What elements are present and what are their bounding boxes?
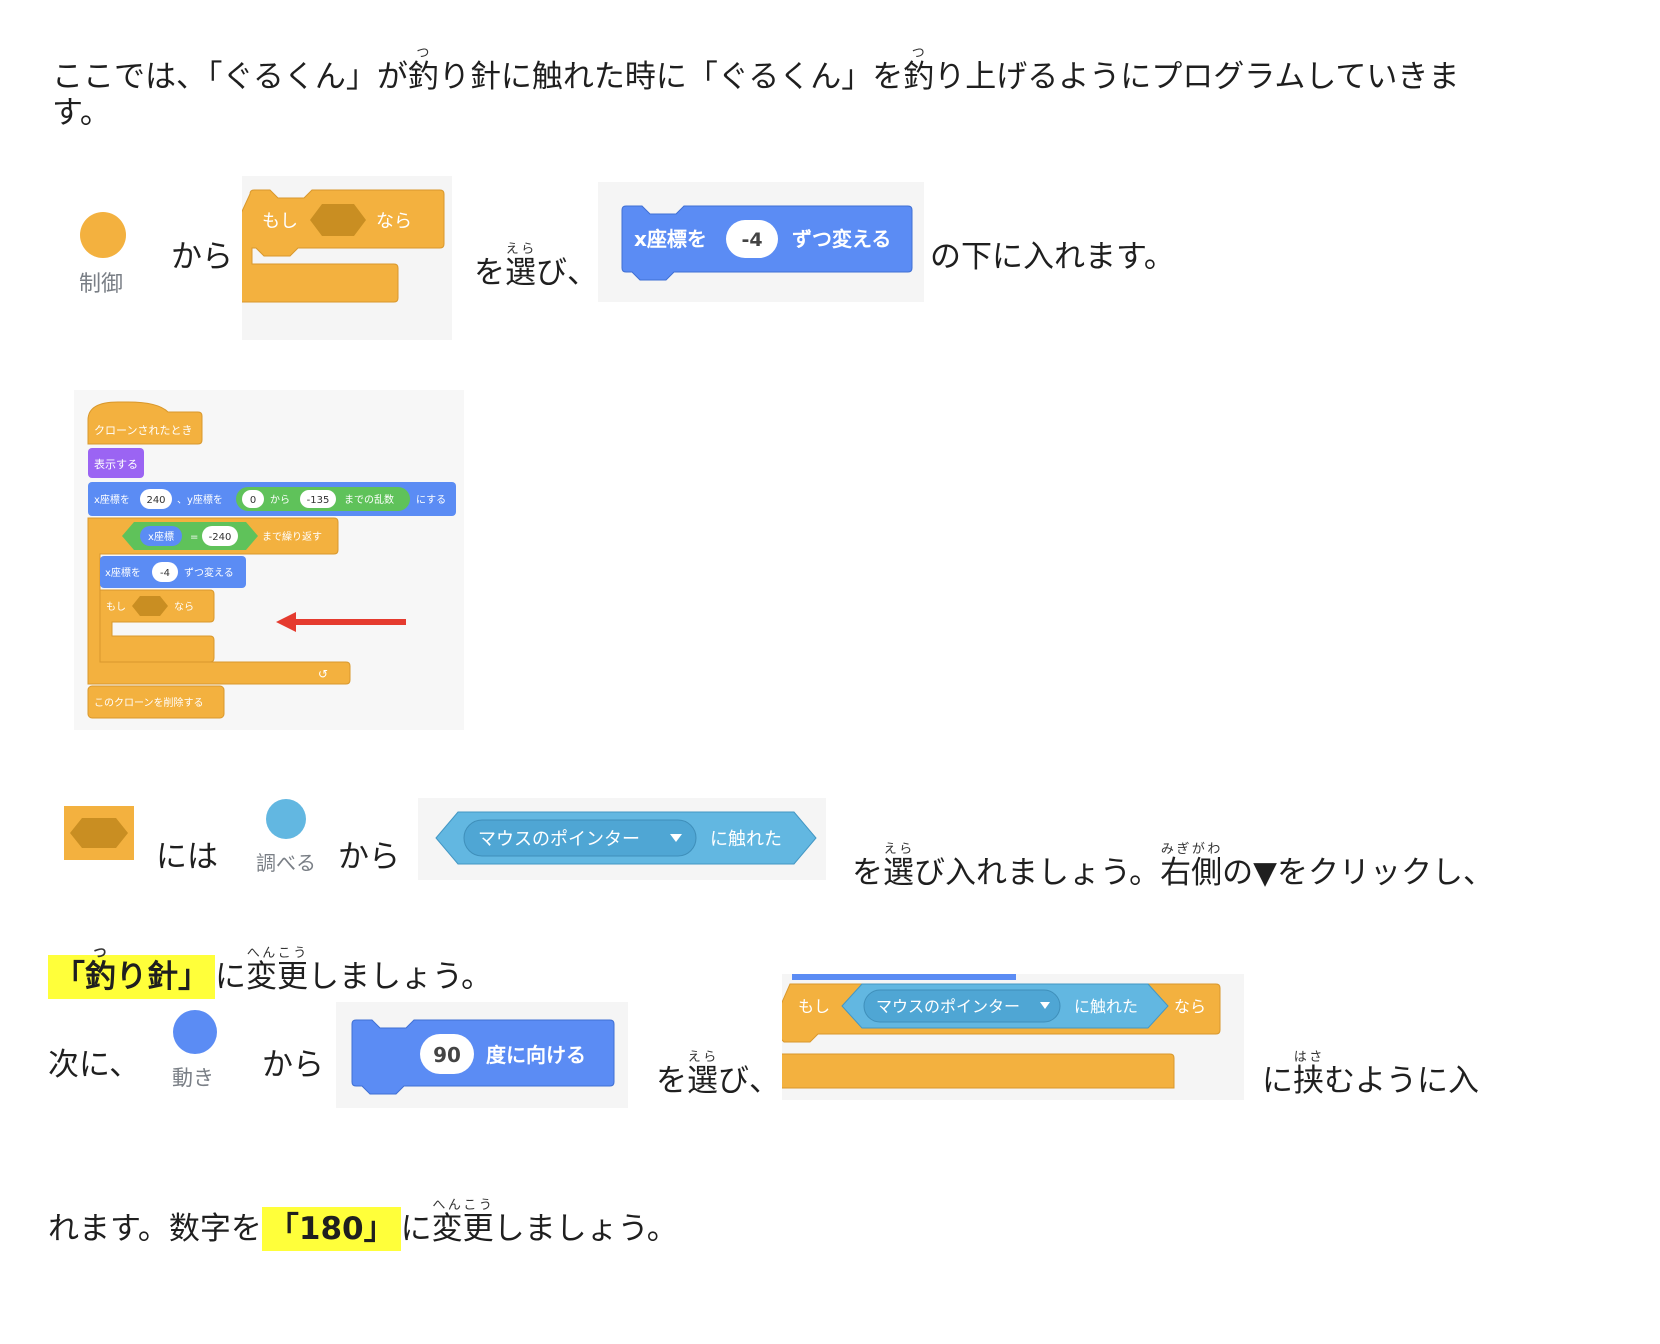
change-x-suffix: ずつ変える bbox=[792, 227, 891, 251]
red-arrow-icon bbox=[276, 612, 296, 632]
loop-arrow-icon: ↺ bbox=[318, 667, 328, 681]
direction-value: 90 bbox=[433, 1043, 461, 1067]
step2-niha: には bbox=[156, 839, 218, 875]
touch-menu-label: マウスのポインター bbox=[478, 829, 640, 850]
if-touching-block-image: もし マウスのポインター に触れた なら bbox=[782, 974, 1244, 1100]
motion-category-label: 動き bbox=[172, 1066, 214, 1090]
highlight-180: 「180」 bbox=[261, 1207, 401, 1251]
dropdown-caret-icon-2 bbox=[1040, 1002, 1050, 1009]
dropdown-caret-icon bbox=[670, 834, 682, 842]
sensing-category-icon bbox=[266, 799, 306, 839]
ruby-tsuri-a: 釣つ bbox=[407, 46, 439, 95]
ruby-erabi-2: 選えら bbox=[883, 842, 914, 891]
if-block-label-if: もし bbox=[262, 211, 298, 232]
script-goto-p1: x座標を bbox=[94, 493, 130, 506]
highlight-tsuribari: 「釣つり針」 bbox=[48, 946, 215, 999]
script-change-label: x座標を bbox=[105, 566, 141, 579]
change-x-value: -4 bbox=[741, 229, 762, 251]
if-touch-suffix: に触れた bbox=[1074, 997, 1138, 1016]
script-screenshot: クローンされたとき 表示する x座標を 240 、y座標を 0 から -135 … bbox=[74, 390, 464, 730]
ruby-tsuri-b: 釣つ bbox=[903, 46, 935, 95]
script-hat-label: クローンされたとき bbox=[94, 424, 192, 437]
intro-line-1: ここでは、「ぐるくん」が釣つり針に触れた時に「ぐるくん」を釣つり上げるようにプロ… bbox=[52, 46, 1459, 93]
step3b-line: れます。数字を「180」に変更へんこうしましょう。 bbox=[48, 1198, 678, 1251]
intro-text-mid: り針に触れた時に「ぐるくん」を bbox=[438, 59, 904, 95]
script-goto-v2: 0 bbox=[250, 495, 256, 506]
script-repeat-right: -240 bbox=[209, 532, 232, 543]
control-category-icon bbox=[80, 212, 126, 258]
ruby-erabi-1: 選えら bbox=[505, 242, 536, 291]
boolean-slot-image bbox=[64, 806, 134, 860]
script-repeat-left: x座標 bbox=[148, 530, 174, 543]
script-goto-p5: にする bbox=[416, 494, 446, 506]
change-x-block-image: x座標を -4 ずつ変える bbox=[598, 182, 924, 302]
touching-block-image: マウスのポインター に触れた bbox=[418, 798, 826, 880]
step3-tail: に挟はさむように入 bbox=[1262, 1050, 1479, 1099]
script-goto-p4: までの乱数 bbox=[344, 493, 394, 506]
step1-erabi: を選えらび、 bbox=[474, 242, 598, 291]
script-goto-v3: -135 bbox=[307, 495, 330, 506]
sensing-category-label: 調べる bbox=[256, 851, 316, 875]
ruby-migawa: 右側みぎがわ bbox=[1160, 842, 1223, 891]
motion-category-icon bbox=[173, 1010, 217, 1054]
script-goto-p2: 、y座標を bbox=[177, 493, 223, 506]
step2b-line: 「釣つり針」に変更へんこうしましょう。 bbox=[48, 946, 492, 999]
step2-tail: を選えらび入れましょう。右側みぎがわの▼をクリックし、 bbox=[852, 842, 1494, 891]
step1-kara: から bbox=[171, 239, 233, 275]
intro-line-2: す。 bbox=[52, 95, 111, 131]
script-show-label: 表示する bbox=[94, 457, 138, 471]
step3-tsugini: 次に、 bbox=[48, 1047, 141, 1083]
step3-kara: から bbox=[262, 1047, 324, 1083]
script-goto-v1: 240 bbox=[146, 495, 165, 506]
if-block-label-then: なら bbox=[376, 211, 412, 232]
change-x-label: x座標を bbox=[634, 227, 707, 251]
script-if-label: もし bbox=[106, 601, 126, 613]
script-change-value: -4 bbox=[160, 568, 170, 579]
intro-text-post: り上げるようにプログラムしていきま bbox=[934, 59, 1460, 95]
script-repeat-eq: = bbox=[190, 532, 198, 543]
control-category-label: 制御 bbox=[79, 272, 124, 297]
touch-suffix-label: に触れた bbox=[710, 829, 782, 850]
ruby-hasamu: 挟はさ bbox=[1293, 1050, 1324, 1099]
script-if-then: なら bbox=[174, 601, 194, 613]
if-touch-menu-label: マウスのポインター bbox=[876, 997, 1020, 1016]
direction-label: 度に向ける bbox=[486, 1043, 586, 1067]
ruby-henkou-2: 変更へんこう bbox=[431, 1198, 494, 1247]
step3-erabi: を選えらび、 bbox=[656, 1050, 780, 1099]
intro-text-pre: ここでは、「ぐるくん」が bbox=[52, 59, 408, 95]
script-delete-label: このクローンを削除する bbox=[94, 696, 204, 709]
script-repeat-tail: まで繰り返す bbox=[262, 530, 322, 543]
step2-kara: から bbox=[338, 839, 400, 875]
if-block-image: もし なら bbox=[242, 176, 452, 340]
step1-tail: の下に入れます。 bbox=[930, 239, 1175, 275]
if-touch-label-then: なら bbox=[1174, 997, 1206, 1016]
ruby-erabi-3: 選えら bbox=[687, 1050, 718, 1099]
ruby-henkou-1: 変更へんこう bbox=[246, 946, 308, 995]
point-direction-block-image: 90 度に向ける bbox=[336, 1002, 628, 1108]
if-touch-label-if: もし bbox=[798, 997, 830, 1016]
script-change-suffix: ずつ変える bbox=[184, 566, 234, 579]
script-goto-p3: から bbox=[270, 494, 290, 506]
